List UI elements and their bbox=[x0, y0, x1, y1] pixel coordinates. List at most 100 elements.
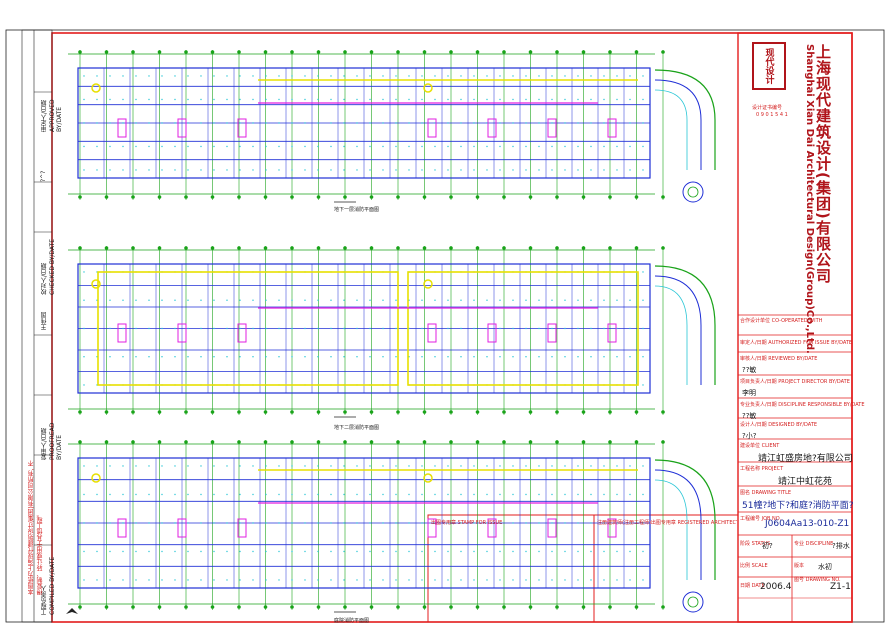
axis-bubble-b-0-14 bbox=[449, 195, 453, 199]
designed-value: ?小? bbox=[742, 432, 757, 440]
client-label: 建设单位 CLIENT bbox=[740, 443, 780, 449]
axis-bubble-1-20 bbox=[608, 246, 612, 250]
axis-bubble-b-0-6 bbox=[237, 195, 241, 199]
drawing-title-label: 图名 DRAWING TITLE bbox=[740, 490, 792, 496]
north-arrow bbox=[66, 608, 78, 614]
axis-bubble-1-1 bbox=[104, 246, 109, 250]
scale-label: 比例 SCALE bbox=[740, 563, 768, 569]
axis-bubble-2-16 bbox=[502, 440, 506, 444]
axis-bubble-b-1-15 bbox=[475, 410, 480, 414]
axis-bubble-1-4 bbox=[184, 246, 188, 250]
fixture-2-0 bbox=[91, 473, 101, 483]
reviewed-label: 审核人/日期 REVIEWED BY/DATE bbox=[740, 356, 818, 362]
axis-bubble-b-2-16 bbox=[502, 605, 506, 609]
pipe-core-0-6 bbox=[607, 118, 617, 138]
pipe-core-2-4 bbox=[487, 518, 497, 538]
axis-bubble-0-11 bbox=[369, 50, 374, 54]
axis-bubble-b-1-6 bbox=[237, 410, 241, 414]
pipe-core-2-3 bbox=[427, 518, 437, 538]
red-border bbox=[51, 32, 853, 623]
axis-bubble-b-1-19 bbox=[581, 410, 586, 414]
discipline-resp-label: 专业负责人/日期 DISCIPLINE RESPONSIBLE BY/DATE bbox=[740, 402, 865, 408]
axis-bubble-b-1-20 bbox=[608, 410, 612, 414]
axis-bubble-0-21 bbox=[634, 50, 639, 54]
axis-bubble-b-1-7 bbox=[263, 410, 268, 414]
pipe-core-1-6 bbox=[607, 323, 617, 343]
axis-bubble-b-1-1 bbox=[104, 410, 109, 414]
axis-bubble-b-0-7 bbox=[263, 195, 268, 199]
axis-bubble-b-2-20 bbox=[608, 605, 612, 609]
axis-bubble-b-0-16 bbox=[502, 195, 506, 199]
axis-bubble-2-1 bbox=[104, 440, 109, 444]
axis-bubble-0-6 bbox=[237, 50, 241, 54]
axis-bubble-0-10 bbox=[343, 50, 347, 54]
sheet-outer-frame bbox=[5, 29, 885, 623]
project-director-label: 项目负责人/日期 PROJECT DIRECTOR BY/DATE bbox=[740, 379, 850, 385]
axis-bubble-0-20 bbox=[608, 50, 612, 54]
checked-value: 王伟国 bbox=[41, 312, 48, 330]
axis-bubble-b-2-9 bbox=[316, 605, 321, 609]
axis-bubble-0-7 bbox=[263, 50, 268, 54]
ramp-outer-0 bbox=[654, 69, 716, 170]
ramp-inner-1 bbox=[654, 275, 702, 385]
proofread-label: 复审人/日期 PROOFREAD BY/DATE bbox=[41, 422, 63, 460]
axis-bubble-0-17 bbox=[528, 50, 533, 54]
axis-bubble-1-13 bbox=[422, 246, 427, 250]
stamp-issue-label: 出图专用章 STAMP FOR ISSUE bbox=[431, 520, 503, 526]
axis-bubble-1-11 bbox=[369, 246, 374, 250]
axis-bubble-1-10 bbox=[343, 246, 347, 250]
stamp-box-issue bbox=[427, 514, 595, 623]
axis-bubble-b-2-3 bbox=[157, 605, 162, 609]
axis-bubble-b-0-12 bbox=[396, 195, 400, 199]
axis-bubble-2-7 bbox=[263, 440, 268, 444]
pipe-core-1-0 bbox=[117, 323, 127, 343]
axis-bubble-0-13 bbox=[422, 50, 427, 54]
axis-bubble-b-0-9 bbox=[316, 195, 321, 199]
pipe-core-0-3 bbox=[427, 118, 437, 138]
ramp-center-0 bbox=[654, 89, 688, 170]
axis-bubble-1-0 bbox=[78, 246, 82, 250]
discipline-label: 专业 DISCIPLINE bbox=[794, 541, 834, 547]
axis-bubble-2-22 bbox=[661, 440, 665, 444]
axis-bubble-b-2-8 bbox=[290, 605, 294, 609]
axis-bubble-b-2-7 bbox=[263, 605, 268, 609]
spiral-core-2 bbox=[687, 596, 699, 608]
axis-bubble-b-2-15 bbox=[475, 605, 480, 609]
ramp-center-1 bbox=[654, 285, 688, 385]
axis-bubble-b-2-10 bbox=[343, 605, 347, 609]
fixture-2-1 bbox=[423, 473, 433, 483]
axis-bubble-b-1-8 bbox=[290, 410, 294, 414]
plan-caption-1: 地下一层消防平面图 bbox=[334, 207, 380, 213]
discipline-value: ?排水 bbox=[832, 542, 850, 550]
checked-label: 校对人/日期 CHECKED BY/DATE bbox=[41, 238, 56, 295]
ramp-outer-1 bbox=[654, 265, 716, 385]
axis-bubble-b-0-20 bbox=[608, 195, 612, 199]
axis-bubble-b-2-6 bbox=[237, 605, 241, 609]
ramp-center-2 bbox=[654, 479, 688, 580]
designed-label: 设计人/日期 DESIGNED BY/DATE bbox=[740, 422, 818, 428]
fixture-1-1 bbox=[423, 279, 433, 289]
spiral-stair-2 bbox=[682, 591, 704, 613]
pipe-core-0-1 bbox=[177, 118, 187, 138]
axis-bubble-2-12 bbox=[396, 440, 400, 444]
axis-bubble-b-2-4 bbox=[184, 605, 188, 609]
axis-bubble-0-1 bbox=[104, 50, 109, 54]
axis-bubble-1-17 bbox=[528, 246, 533, 250]
axis-bubble-b-2-18 bbox=[555, 605, 559, 609]
axis-bubble-2-17 bbox=[528, 440, 533, 444]
axis-bubble-b-2-13 bbox=[422, 605, 427, 609]
axis-bubble-b-0-13 bbox=[422, 195, 427, 199]
axis-bubble-b-0-21 bbox=[634, 195, 639, 199]
axis-bubble-b-0-5 bbox=[210, 195, 215, 199]
axis-bubble-b-1-0 bbox=[78, 410, 82, 414]
axis-bubble-2-14 bbox=[449, 440, 453, 444]
status-label: 阶段 STATUS bbox=[740, 541, 771, 547]
version-value: 水初 bbox=[818, 563, 832, 571]
pipe-core-0-2 bbox=[237, 118, 247, 138]
axis-bubble-2-4 bbox=[184, 440, 188, 444]
stamp-box-architect bbox=[593, 514, 739, 623]
axis-bubble-b-1-22 bbox=[661, 410, 665, 414]
project-director-value: 李明 bbox=[742, 389, 756, 397]
axis-bubble-0-9 bbox=[316, 50, 321, 54]
